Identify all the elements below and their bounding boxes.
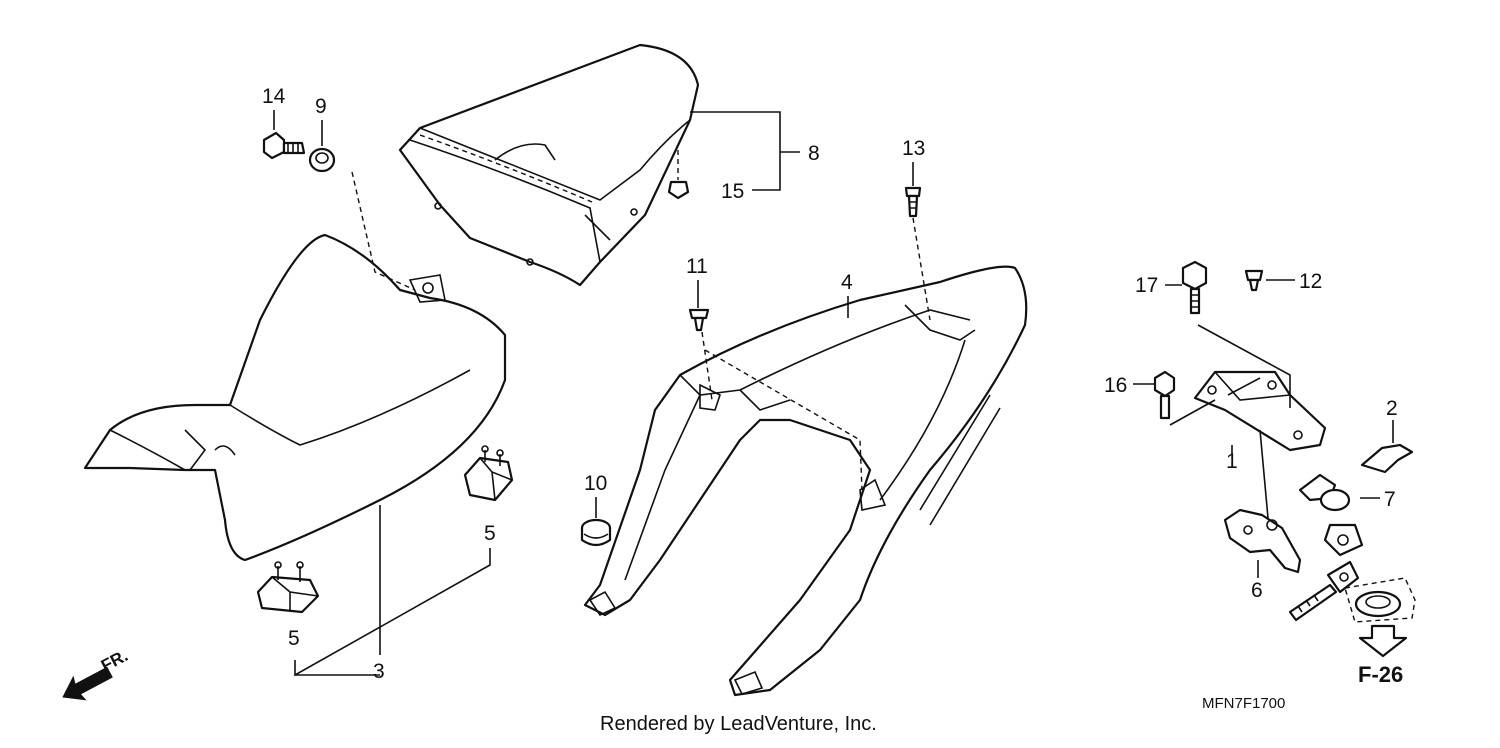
seat-lock-latch: [1223, 508, 1302, 574]
callout-5-lower: 5: [288, 627, 300, 650]
callout-16: 16: [1104, 374, 1127, 397]
bolt-17: [1181, 260, 1208, 315]
callout-15: 15: [721, 180, 744, 203]
callout-14: 14: [262, 85, 286, 108]
seat-cushion-upper: [463, 445, 514, 502]
front-seat: [83, 233, 507, 562]
rear-cowl: [583, 265, 1028, 697]
grommet-9: [308, 147, 336, 173]
seat-cushion-lower: [256, 561, 320, 614]
lock-grommet: [1344, 577, 1416, 623]
callout-2: 2: [1386, 397, 1398, 420]
leader-8-bracket: [690, 111, 800, 191]
callout-7: 7: [1384, 488, 1396, 511]
bolt-14: [262, 131, 306, 160]
callout-17: 17: [1135, 274, 1158, 297]
grommet-10: [580, 518, 612, 547]
bolt-12: [1244, 269, 1264, 292]
callout-10: 10: [584, 472, 607, 495]
diagram-code: MFN7F1700: [1202, 695, 1285, 712]
front-direction-arrow: [62, 666, 113, 701]
callout-9: 9: [315, 95, 327, 118]
callout-3: 3: [373, 660, 385, 683]
seal-2: [1360, 443, 1414, 474]
callout-1: 1: [1226, 450, 1238, 473]
callout-11: 11: [686, 255, 708, 278]
callout-5-upper: 5: [484, 522, 496, 545]
leader-9-dashed: [351, 171, 416, 291]
callout-13: 13: [902, 137, 925, 160]
render-credit: Rendered by LeadVenture, Inc.: [600, 713, 877, 735]
lock-cylinder-7: [1298, 473, 1364, 557]
key: [1288, 560, 1360, 622]
clip-nut-15: [667, 180, 690, 200]
leader-6-bracket: [1259, 429, 1269, 519]
screw-13: [904, 186, 922, 218]
leader-5-bracket: [294, 548, 491, 677]
rear-seat-cowl: [398, 43, 700, 287]
callout-6: 6: [1251, 579, 1263, 602]
reference-label: F-26: [1358, 662, 1403, 687]
seat-lock-bracket: [1193, 370, 1327, 452]
callout-8: 8: [808, 142, 820, 165]
bolt-16: [1153, 370, 1176, 420]
callout-12: 12: [1299, 270, 1322, 293]
leader-11-dashed: [701, 331, 863, 491]
callout-4: 4: [841, 271, 853, 294]
leader-1-bracket: [1169, 324, 1291, 426]
screw-11: [688, 308, 710, 332]
reference-arrow: [1358, 624, 1408, 658]
